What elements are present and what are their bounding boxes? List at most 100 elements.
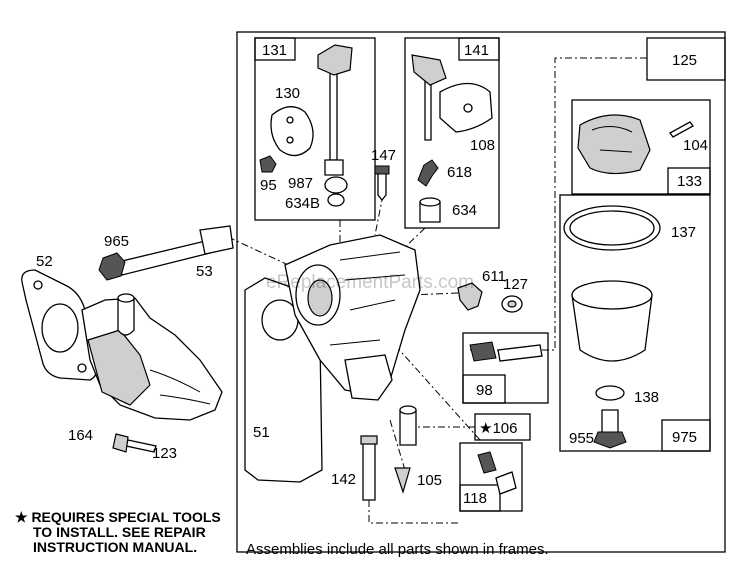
label-137: 137 [671, 224, 696, 241]
label-108: 108 [470, 137, 495, 154]
screw-98 [497, 344, 543, 362]
frame-133-tag [667, 167, 711, 195]
label-127: 127 [503, 276, 528, 293]
bolt-955 [601, 409, 619, 436]
note-line-3: INSTRUCTION MANUAL. [33, 539, 197, 555]
nut-965 [98, 252, 126, 281]
part-labels: 131 130 95 987 634B 141 108 618 634 147 … [36, 42, 708, 507]
small-parts [360, 282, 543, 501]
frame-133 [571, 99, 711, 195]
label-98: 98 [476, 382, 493, 399]
assembly-frames [236, 31, 726, 553]
label-104: 104 [683, 137, 708, 154]
throttle-plate-hole [463, 103, 473, 113]
screw-147-head [374, 165, 390, 175]
label-987: 987 [288, 175, 313, 192]
bolt-955-head [593, 431, 627, 449]
choke-shaft [329, 61, 338, 161]
frame-98-tag [462, 374, 506, 404]
label-106: ★106 [479, 420, 517, 437]
throttle-lever [411, 54, 447, 86]
label-955: 955 [569, 430, 594, 447]
label-133: 133 [677, 173, 702, 190]
label-95: 95 [260, 177, 277, 194]
bowl-group [563, 114, 694, 449]
choke-lever [317, 44, 353, 76]
gasket-52-bolt-a [33, 280, 43, 290]
seal-634b [327, 193, 345, 207]
label-634b: 634B [285, 195, 320, 212]
pin-104 [669, 121, 694, 138]
label-164: 164 [68, 427, 93, 444]
note-line-1: ★ REQUIRES SPECIAL TOOLS [15, 509, 221, 525]
spring-98 [469, 341, 497, 362]
label-147: 147 [371, 147, 396, 164]
carb-bore-inner [307, 279, 333, 317]
special-tools-note: ★ REQUIRES SPECIAL TOOLS TO INSTALL. SEE… [15, 509, 221, 555]
float-133 [577, 114, 651, 175]
choke-plate-130 [270, 106, 314, 157]
fitting-965-head [199, 225, 234, 255]
frame-118-tag [459, 484, 501, 512]
frame-131 [254, 37, 376, 221]
frame-975-tag [661, 419, 711, 452]
intake-group [21, 225, 234, 453]
bowl-rim [571, 280, 653, 310]
leader-147 [374, 194, 384, 236]
tube-142-tip [360, 435, 378, 445]
tube-142 [362, 439, 376, 501]
watermark: eReplacementParts.com [266, 272, 474, 293]
elbow-611 [457, 282, 483, 311]
label-125: 125 [672, 52, 697, 69]
label-965: 965 [104, 233, 129, 250]
carb-bowl-mount [344, 354, 393, 401]
assemblies-caption: Assemblies include all parts shown in fr… [246, 541, 549, 558]
throttle-group [411, 54, 493, 223]
carburetor-body [284, 234, 421, 401]
leader-105 [389, 419, 406, 471]
jet-106-top [399, 405, 417, 415]
bushing-634-top [419, 197, 441, 207]
choke-disc [324, 159, 344, 176]
note-line-2: TO INSTALL. SEE REPAIR [33, 524, 206, 540]
spring-118 [477, 451, 497, 474]
label-141: 141 [464, 42, 489, 59]
screw-123-head [112, 433, 129, 453]
gasket-137-inner [569, 210, 655, 246]
washer-127-hole [507, 300, 517, 308]
frame-141 [404, 37, 500, 229]
label-123: 123 [152, 445, 177, 462]
jet-106 [399, 409, 417, 446]
gasket-52-hole [41, 303, 79, 353]
choke-group [259, 44, 353, 207]
float-133-detail [591, 126, 633, 153]
leader-141 [399, 227, 426, 253]
label-611: 611 [482, 268, 506, 285]
screw-95 [259, 155, 277, 173]
frame-975 [559, 194, 711, 452]
frame-125-tag [646, 37, 726, 81]
washer-138 [595, 385, 625, 401]
label-142: 142 [331, 471, 356, 488]
choke-plate-hole-a [286, 116, 294, 124]
label-51: 51 [253, 424, 270, 441]
intake-164-rib [149, 369, 211, 405]
label-138: 138 [634, 389, 659, 406]
spring-618 [417, 159, 439, 187]
needle-105 [394, 467, 411, 495]
main-assembly-frame [236, 31, 726, 553]
gasket-52-bolt-b [77, 363, 87, 373]
label-53: 53 [196, 263, 213, 280]
label-105: 105 [417, 472, 442, 489]
leader-142 [368, 500, 460, 524]
intake-164-tube-top [117, 293, 135, 303]
label-975: 975 [672, 429, 697, 446]
label-131: 131 [262, 42, 287, 59]
label-118: 118 [463, 490, 487, 507]
label-618: 618 [447, 164, 472, 181]
frame-141-tag [458, 37, 500, 61]
leader-118 [394, 344, 481, 441]
label-634: 634 [452, 202, 477, 219]
carb-body-detail [329, 251, 406, 371]
